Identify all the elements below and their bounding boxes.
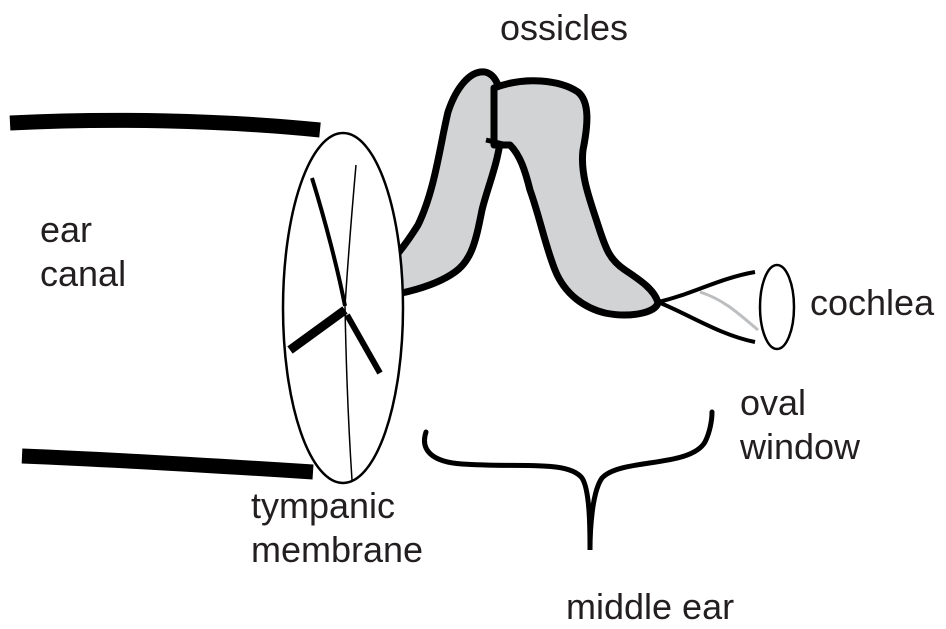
ear-canal-label: ear canal <box>40 208 126 296</box>
ossicles-label-text: ossicles <box>500 6 628 50</box>
cochlea-label: cochlea <box>810 281 934 325</box>
oval-window-label: oval window <box>740 381 860 469</box>
tympanic-membrane-label-line-2: membrane <box>251 528 423 572</box>
oval-window-label-line-2: window <box>740 425 860 469</box>
stapes-lower-line <box>658 302 755 342</box>
tympanic-membrane-label-line-1: tympanic <box>251 484 423 528</box>
middle-ear-label-text: middle ear <box>566 585 734 629</box>
cochlea-oval-window <box>760 265 794 349</box>
ossicles-label: ossicles <box>500 6 628 50</box>
ossicle-incus-stapes <box>494 81 658 315</box>
tympanic-membrane-label: tympanic membrane <box>251 484 423 572</box>
ear-canal-upper-wall <box>10 120 320 130</box>
ear-canal-label-line-2: canal <box>40 252 126 296</box>
middle-ear-brace <box>425 412 713 550</box>
stapes-upper-line <box>658 272 755 302</box>
ear-canal-lower-wall <box>22 456 313 472</box>
ear-canal-label-line-1: ear <box>40 208 126 252</box>
oval-window-label-line-1: oval <box>740 381 860 425</box>
middle-ear-label: middle ear <box>566 585 734 629</box>
cochlea-label-text: cochlea <box>810 281 934 325</box>
